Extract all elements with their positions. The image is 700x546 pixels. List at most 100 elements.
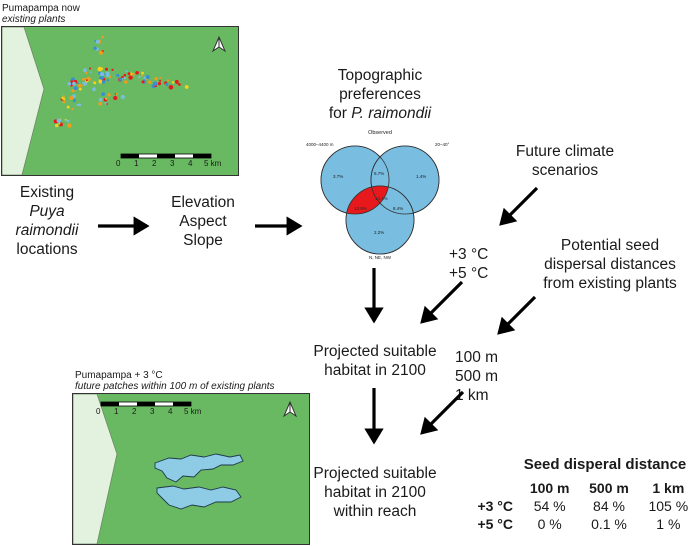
table-cell: 0 % bbox=[537, 516, 562, 532]
plant-location-dot bbox=[85, 71, 88, 75]
plant-location-dot bbox=[124, 80, 128, 84]
plant-location-dot bbox=[101, 80, 106, 84]
plant-location-dot bbox=[62, 100, 66, 104]
plant-location-dot bbox=[174, 79, 179, 84]
table-cell: 0.1 % bbox=[591, 516, 627, 532]
plant-location-dot bbox=[141, 80, 145, 84]
plant-location-dot bbox=[69, 96, 74, 100]
dispersal-value-500m: 500 m bbox=[455, 368, 499, 385]
venn-diagram: Observed 4000–4400 m 20–40° N, NE, NW 3.… bbox=[305, 130, 455, 262]
table-row-label: +3 °C bbox=[477, 498, 513, 514]
map-now-scale-tick-0: 0 bbox=[116, 159, 121, 168]
plant-location-dot bbox=[168, 85, 174, 90]
plant-location-dot bbox=[56, 118, 61, 123]
venn-value-all: 14.1% bbox=[375, 196, 388, 201]
topo-title-prefix: for bbox=[328, 105, 352, 122]
plant-location-dot bbox=[97, 66, 103, 72]
arrow-climate-to-projected bbox=[420, 280, 464, 324]
map-future-scale-tick-3: 3 bbox=[150, 407, 155, 416]
plant-location-dot bbox=[145, 74, 150, 80]
plant-location-dot bbox=[82, 81, 87, 86]
plant-location-dot bbox=[152, 81, 158, 86]
plant-location-dot bbox=[67, 123, 72, 128]
table-header-500m: 500 m bbox=[589, 480, 629, 496]
plant-location-dot bbox=[93, 46, 97, 50]
plant-location-dot bbox=[101, 92, 106, 96]
dispersal-value-100m: 100 m bbox=[455, 349, 499, 366]
reachable-habitat-label: Projected suitable habitat in 2100 withi… bbox=[305, 464, 445, 521]
existing-line1: Existing bbox=[19, 184, 75, 201]
plant-location-dot bbox=[106, 79, 110, 82]
topo-title-line2: preferences bbox=[339, 86, 421, 103]
map-future-scale-tick-5: 5 km bbox=[184, 407, 202, 416]
plant-location-dot bbox=[148, 80, 152, 84]
vars-line2: Aspect bbox=[179, 213, 227, 230]
topo-title: Topographic preferences for P. raimondii bbox=[305, 66, 455, 123]
plant-location-dot bbox=[85, 79, 88, 82]
map-future-title: Pumapampa + 3 °C bbox=[75, 370, 163, 381]
plant-location-dot bbox=[140, 74, 143, 77]
map-now-scale-bar bbox=[120, 153, 212, 159]
plant-location-dot bbox=[62, 95, 65, 98]
plant-location-dot bbox=[159, 79, 162, 82]
map-now-image bbox=[2, 27, 238, 175]
plant-location-dot bbox=[116, 73, 120, 77]
plant-location-dot bbox=[66, 105, 70, 109]
venn-value-slope-only: 1.4% bbox=[416, 174, 427, 179]
plant-location-dot bbox=[118, 78, 123, 82]
plant-location-dot bbox=[58, 122, 61, 125]
topographic-variables-label: Elevation Aspect Slope bbox=[163, 193, 243, 250]
plant-location-dot bbox=[128, 75, 133, 80]
table-row: +5 °C 0 % 0.1 % 1 % bbox=[456, 515, 698, 533]
plant-location-dot bbox=[89, 71, 92, 74]
plant-location-dot bbox=[78, 87, 82, 91]
existing-line3: raimondii bbox=[15, 222, 79, 239]
map-future-image bbox=[73, 394, 309, 544]
topo-title-species: P. raimondii bbox=[351, 105, 432, 122]
plant-location-dot bbox=[98, 50, 103, 55]
venn-value-slope-aspect: 8.4% bbox=[393, 206, 404, 211]
arrow-dispersal-to-values bbox=[497, 295, 537, 335]
vars-line1: Elevation bbox=[171, 194, 235, 211]
plant-location-dot bbox=[99, 75, 104, 80]
north-arrow-icon bbox=[282, 400, 298, 418]
reach-line1: Projected suitable bbox=[313, 465, 437, 482]
map-future-scale-bar bbox=[100, 401, 192, 407]
plant-location-dot bbox=[98, 97, 103, 102]
existing-locations-label: Existing Puya raimondii locations bbox=[6, 183, 88, 259]
venn-title: Observed bbox=[368, 130, 392, 136]
climate-title: Future climate scenarios bbox=[500, 142, 630, 180]
dispersal-values: 100 m 500 m 1 km bbox=[455, 348, 515, 405]
plant-location-dot bbox=[92, 80, 95, 83]
table-cell: 54 % bbox=[533, 498, 566, 514]
climate-values: +3 °C +5 °C bbox=[449, 245, 499, 283]
map-now-scale-tick-3: 3 bbox=[170, 159, 175, 168]
plant-location-dot bbox=[71, 108, 74, 111]
plant-location-dot bbox=[123, 76, 126, 80]
table-row: +3 °C 54 % 84 % 105 % bbox=[456, 497, 698, 515]
dispersal-title-line1: Potential seed bbox=[560, 237, 660, 254]
table-header-1km: 1 km bbox=[652, 480, 685, 496]
plant-location-dot bbox=[72, 99, 76, 103]
plant-location-dot bbox=[101, 35, 104, 39]
plant-location-dot bbox=[171, 81, 175, 84]
map-now-scale-tick-5: 5 km bbox=[204, 159, 222, 168]
map-now-title: Pumapampa now bbox=[2, 3, 80, 14]
plant-location-dot bbox=[64, 118, 67, 121]
arrow-dispersal-to-reach bbox=[420, 390, 465, 435]
projected-habitat-label: Projected suitable habitat in 2100 bbox=[305, 342, 445, 380]
plant-location-dot bbox=[92, 87, 96, 92]
plant-location-dot bbox=[166, 79, 170, 82]
map-now: 0 1 2 3 4 5 km bbox=[1, 26, 239, 176]
table-header-row: 100 m 500 m 1 km bbox=[456, 479, 698, 497]
reach-line2: habitat in 2100 bbox=[324, 484, 426, 501]
plant-location-dot bbox=[105, 97, 108, 100]
climate-value-3: +3 °C bbox=[449, 246, 489, 263]
dispersal-value-1km: 1 km bbox=[455, 387, 489, 404]
plant-location-dot bbox=[72, 81, 76, 86]
table-cell: 105 % bbox=[648, 498, 689, 514]
north-arrow-icon bbox=[211, 35, 227, 53]
plant-location-dot bbox=[95, 39, 100, 44]
plant-location-dot bbox=[157, 82, 161, 86]
map-future-scale-tick-2: 2 bbox=[132, 407, 137, 416]
